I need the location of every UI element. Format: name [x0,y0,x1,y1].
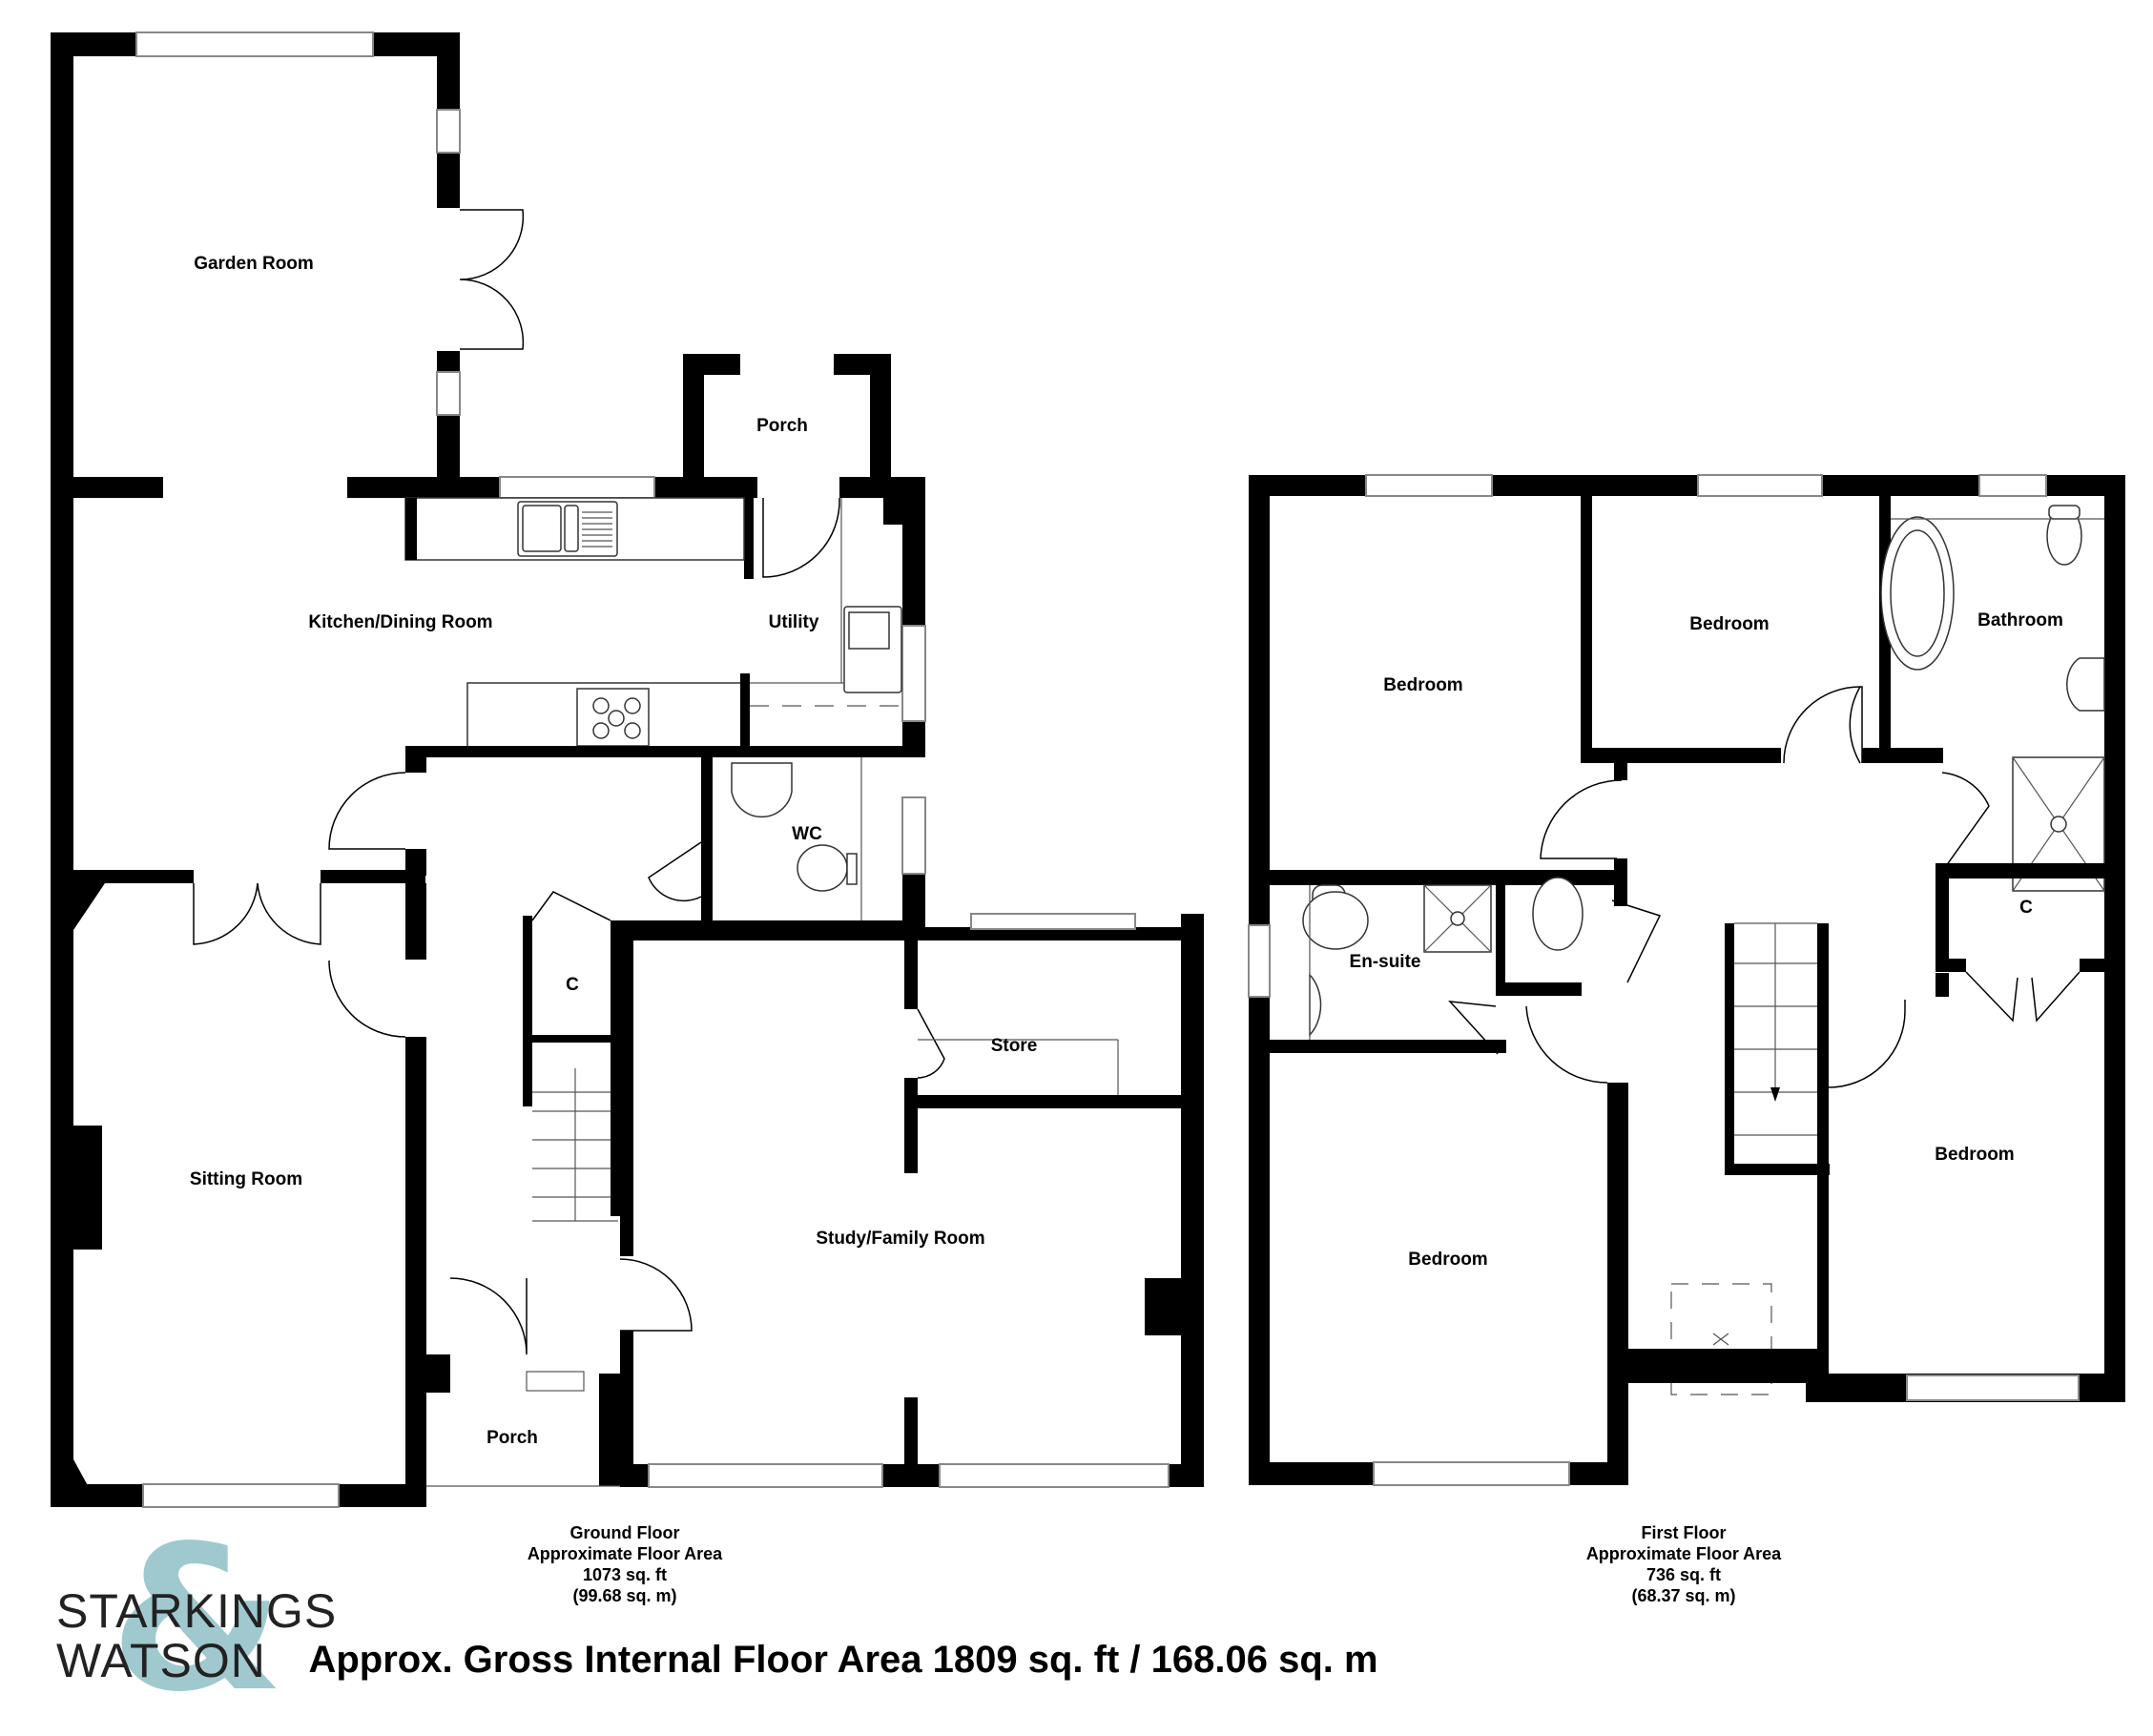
first-floor-subtitle: Approximate Floor Area [1585,1544,1782,1563]
ground-floor-area-sqm: (99.68 sq. m) [572,1586,677,1605]
room-label-bathroom: Bathroom [1977,610,2063,630]
drainer-lines [582,511,612,548]
ground-floor-caption: Ground Floor Approximate Floor Area 1073… [496,1522,754,1606]
room-label-bedroom-3: Bedroom [1935,1145,2014,1165]
first-floor-title: First Floor [1641,1523,1727,1542]
first-floor-area-sqm: (68.37 sq. m) [1631,1586,1736,1605]
agent-logo: & STARKINGS WATSON [52,1519,336,1720]
logo-ampersand: & [110,1502,285,1736]
room-label-store: Store [991,1036,1038,1056]
room-label-garden-room: Garden Room [194,254,314,274]
room-label-bedroom-1: Bedroom [1383,675,1462,695]
logo-line1: STARKINGS [56,1584,338,1638]
first-floor-plan: Bedroom Bedroom Bathroom En-suite C Bedr… [1248,474,2125,1486]
logo-line2: WATSON [56,1634,266,1687]
room-label-porch-rear: Porch [756,416,808,436]
total-floor-area: Approx. Gross Internal Floor Area 1809 s… [308,1639,1378,1681]
room-label-porch-front: Porch [486,1428,538,1448]
ground-floor-subtitle: Approximate Floor Area [527,1544,723,1563]
room-label-sitting-room: Sitting Room [190,1169,302,1189]
ground-floor-area-sqft: 1073 sq. ft [582,1565,668,1584]
room-label-wc: WC [792,824,822,844]
room-label-kitchen-dining: Kitchen/Dining Room [308,612,492,632]
ground-floor-title: Ground Floor [569,1523,680,1542]
room-label-utility: Utility [769,612,819,632]
room-label-cupboard: C [566,975,579,995]
stairs-first-floor [1734,922,1817,1136]
first-floor-area-sqft: 736 sq. ft [1646,1565,1722,1584]
room-label-cupboard-ff: C [2019,898,2033,918]
ground-floor-plan: Garden Room Porch Kitchen/Dining Room Ut… [51,31,1204,1508]
room-label-bedroom-4: Bedroom [1408,1250,1487,1270]
room-label-study-family: Study/Family Room [816,1229,984,1249]
loft-hatch-icon [1670,1283,1772,1395]
room-label-en-suite: En-suite [1350,952,1421,972]
stair-treads [532,1068,618,1221]
room-label-bedroom-2: Bedroom [1689,614,1769,634]
first-floor-caption: First Floor Approximate Floor Area 736 s… [1555,1522,1812,1606]
